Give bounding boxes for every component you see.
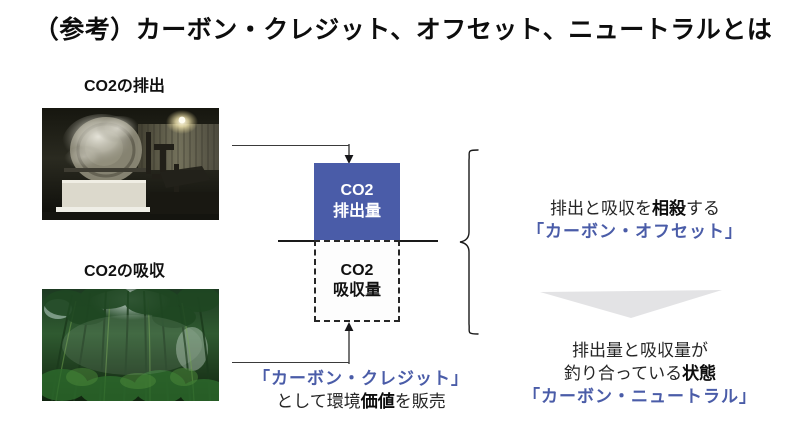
offset-line1-bold: 相殺 (652, 199, 686, 218)
neutral-line2-prefix: 釣り合っている (563, 363, 683, 383)
neutral-description-line2: 釣り合っている状態 (490, 363, 790, 386)
co2-absorption-box-line2: 吸収量 (332, 282, 381, 299)
offset-description-line1: 排出と吸収を相殺する (495, 198, 775, 221)
page-title: （参考）カーボン・クレジット、オフセット、ニュートラルとは (33, 16, 773, 44)
connector-emission-arrow (344, 144, 354, 164)
neutral-term: 「カーボン・ニュートラル」 (523, 386, 757, 406)
neutral-description: 排出量と吸収量が 釣り合っている状態 「カーボン・ニュートラル」 (490, 340, 790, 409)
connector-absorption-arrow (344, 322, 354, 364)
neutral-line2-bold: 状態 (682, 363, 717, 383)
emission-photo-label: CO2の排出 (84, 78, 165, 95)
offset-line1-suffix: する (686, 199, 720, 218)
offset-bracket (459, 149, 479, 335)
credit-description-line2: として環境価値を販売 (230, 391, 492, 414)
offset-description: 排出と吸収を相殺する 「カーボン・オフセット」 (495, 198, 775, 244)
co2-emission-box-line2: 排出量 (332, 202, 381, 220)
credit-line2-prefix: として環境 (276, 391, 361, 411)
co2-emission-box-line1: CO2 (340, 182, 374, 200)
co2-absorption-box: CO2 吸収量 (314, 240, 400, 322)
credit-term: 「カーボン・クレジット」 (253, 369, 469, 388)
co2-absorption-box-line1: CO2 (340, 261, 374, 279)
credit-description: 「カーボン・クレジット」 として環境価値を販売 (230, 368, 492, 414)
credit-line2-suffix: を販売 (394, 391, 446, 411)
connector-emission-horizontal (232, 145, 349, 146)
credit-line2-bold: 価値 (360, 391, 395, 411)
connector-absorption-horizontal (232, 362, 349, 363)
downward-triangle-icon (540, 290, 722, 318)
forest-canopy-photo (42, 289, 219, 401)
offset-term: 「カーボン・オフセット」 (527, 221, 743, 241)
co2-emission-box: CO2 排出量 (314, 163, 400, 240)
factory-smokestack-photo (42, 108, 219, 220)
offset-line1-prefix: 排出と吸収を (550, 199, 652, 218)
neutral-description-line1: 排出量と吸収量が (572, 341, 708, 360)
absorption-photo-label: CO2の吸収 (84, 263, 165, 280)
